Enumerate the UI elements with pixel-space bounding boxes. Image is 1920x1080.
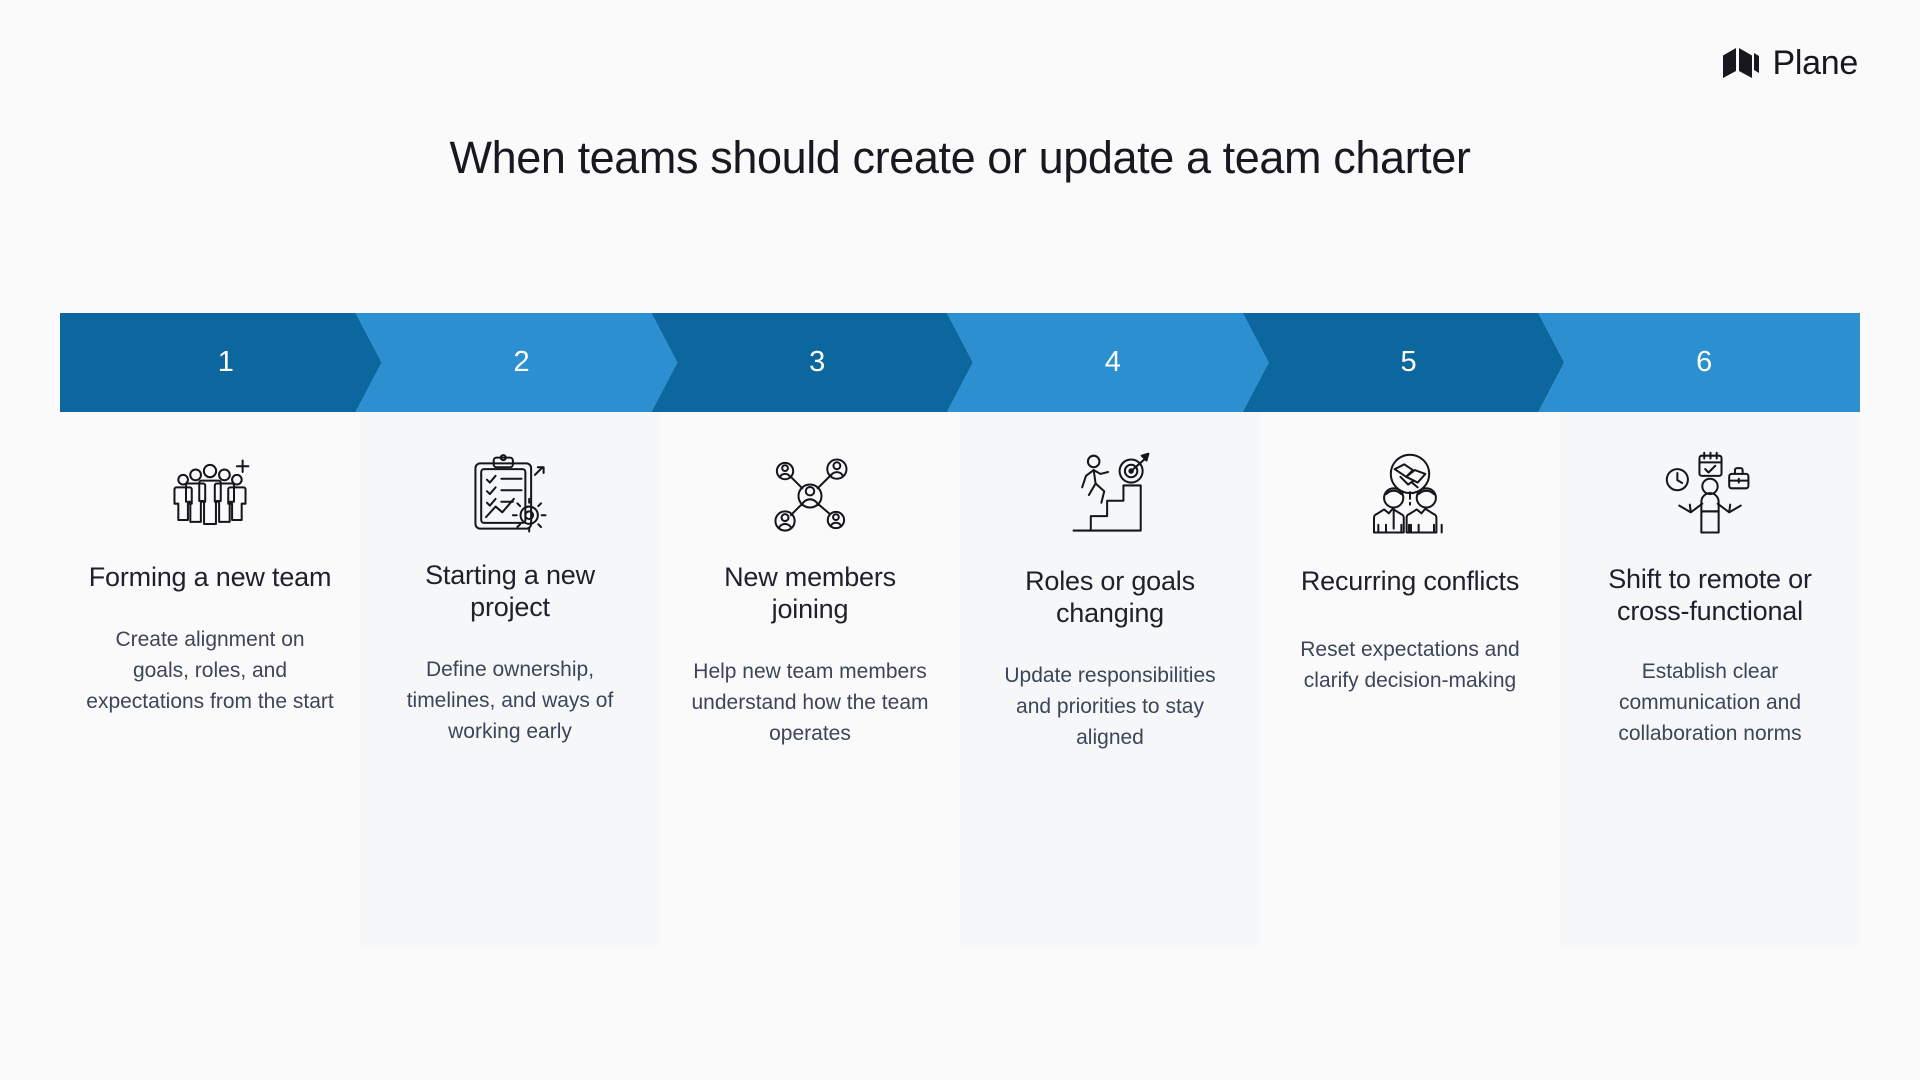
- step-panel-6: Shift to remote or cross-functional Esta…: [1560, 412, 1860, 945]
- step-body: Establish clear communication and collab…: [1618, 659, 1802, 745]
- chevron-shape: [356, 313, 678, 412]
- chevron-step-5: 5: [1243, 313, 1565, 412]
- chevron-number: 4: [1104, 346, 1121, 378]
- handshake-two-people-icon: [1362, 434, 1458, 558]
- brand-name: Plane: [1772, 44, 1859, 82]
- step-body: Help new team members understand how the…: [691, 659, 929, 745]
- step-heading: Forming a new team: [88, 562, 332, 592]
- step-body: Update responsibilities and priorities t…: [1004, 663, 1216, 749]
- chevron-number: 6: [1696, 346, 1713, 378]
- step-panel-2: Starting a new project Define ownership,…: [360, 412, 660, 945]
- chevron-shape: [651, 313, 973, 412]
- chevron-number: 1: [217, 346, 234, 378]
- clipboard-chart-gear-icon: [462, 434, 558, 558]
- chevron-step-1: 1: [60, 313, 382, 412]
- step-body: Define ownership, timelines, and ways of…: [406, 657, 614, 743]
- chevron-step-4: 4: [947, 313, 1269, 412]
- step-heading: Starting a new project: [425, 560, 595, 622]
- person-clock-calendar-briefcase-icon: [1662, 434, 1758, 558]
- plane-logo-mark-icon: [1722, 48, 1759, 78]
- step-panels: Forming a new team Create alignment on g…: [60, 412, 1860, 945]
- step-chevron-band: 1 2 3 4 5 6: [60, 313, 1861, 412]
- step-panel-3: New members joining Help new team member…: [660, 412, 960, 945]
- person-stairs-target-icon: [1062, 434, 1158, 558]
- step-heading: Shift to remote or cross-functional: [1608, 564, 1812, 626]
- people-network-icon: [762, 434, 858, 558]
- page-title: When teams should create or update a tea…: [449, 132, 1471, 183]
- chevron-step-6: 6: [1538, 313, 1861, 412]
- chevron-shape: [60, 313, 382, 412]
- chevron-number: 2: [513, 346, 530, 378]
- step-panel-5: Recurring conflicts Reset expectations a…: [1260, 412, 1560, 945]
- chevron-number: 3: [809, 346, 826, 378]
- step-body: Create alignment on goals, roles, and ex…: [86, 627, 334, 714]
- step-panel-4: Roles or goals changing Update responsib…: [960, 412, 1260, 945]
- brand-logo: Plane: [1721, 46, 1858, 80]
- chevron-step-2: 2: [356, 313, 678, 412]
- chevron-step-3: 3: [651, 313, 973, 412]
- chevron-number: 5: [1400, 346, 1417, 378]
- step-body: Reset expectations and clarify decision-…: [1300, 637, 1520, 692]
- chevron-shape: [1538, 313, 1861, 412]
- step-heading: Roles or goals changing: [1025, 566, 1195, 628]
- step-heading: New members joining: [724, 562, 896, 624]
- chevron-shape: [947, 313, 1269, 412]
- group-of-people-plus-icon: [162, 434, 258, 558]
- chevron-shape: [1243, 313, 1565, 412]
- step-panel-1: Forming a new team Create alignment on g…: [60, 412, 360, 945]
- step-heading: Recurring conflicts: [1300, 566, 1520, 596]
